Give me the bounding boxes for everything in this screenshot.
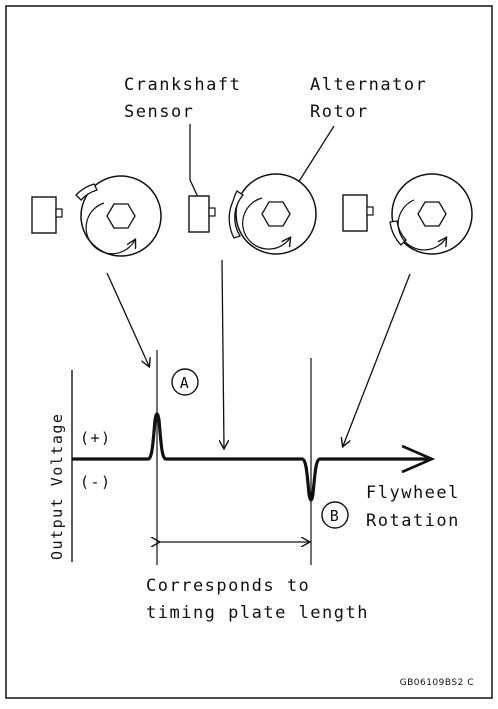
corresponds-label-line2: timing plate length [146, 603, 369, 623]
crankshaft-sensor-leader [189, 124, 199, 198]
pointer-arrow-1 [106, 272, 149, 366]
pointer-arrow-3 [343, 273, 411, 446]
sensor-block-icon [31, 196, 57, 234]
rotor-position-1 [31, 175, 162, 257]
point-b-label: B [330, 507, 341, 525]
rotation-arrow-icon [85, 202, 135, 255]
hex-bolt-icon [261, 201, 291, 227]
output-voltage-waveform [72, 412, 430, 502]
timing-plate-icon [75, 183, 98, 201]
rotor-position-3 [342, 173, 473, 255]
point-a-marker [171, 368, 199, 396]
rotor-position-2 [188, 173, 317, 255]
sensor-tip-icon [208, 207, 216, 217]
sensor-tip-icon [366, 206, 374, 216]
hex-bolt-icon [106, 203, 136, 229]
alternator-rotor-label-line2: Rotor [310, 102, 369, 122]
point-b-marker [321, 501, 349, 529]
figure-frame [5, 5, 493, 699]
rotation-arrow-icon [242, 197, 290, 250]
crankshaft-sensor-label-line1: Crankshaft [124, 75, 241, 95]
timing-plate-icon [228, 190, 244, 239]
corresponds-label-line1: Corresponds to [146, 576, 310, 596]
sensor-block-icon [188, 195, 210, 233]
flywheel-rotation-arrowhead [401, 444, 436, 474]
sensor-block-icon [342, 194, 368, 232]
crankshaft-sensor-label-line2: Sensor [124, 102, 194, 122]
figure-code: GB06109BS2 C [400, 678, 474, 688]
rotation-arrow-icon [397, 199, 446, 251]
alternator-rotor-label-line1: Alternator [310, 75, 427, 95]
flywheel-label-line2: Rotation [366, 511, 460, 531]
sensor-tip-icon [55, 208, 63, 218]
pointer-arrow-2 [222, 259, 224, 448]
flywheel-label-line1: Flywheel [366, 483, 460, 503]
hex-bolt-icon [417, 201, 447, 227]
negative-label: (-) [80, 473, 112, 491]
output-voltage-label: Output Voltage [48, 413, 66, 560]
positive-label: (+) [80, 429, 112, 447]
point-a-label: A [180, 374, 191, 392]
alternator-rotor-leader [297, 125, 335, 184]
